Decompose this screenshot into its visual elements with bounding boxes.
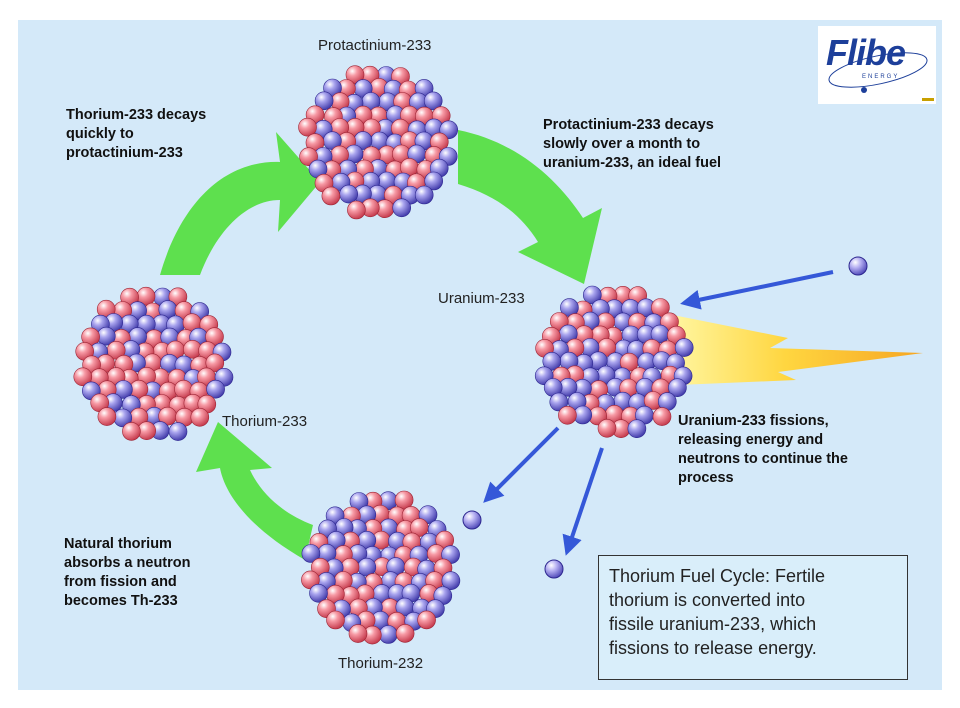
energy-bolt	[673, 315, 923, 385]
neutron-particle	[582, 285, 602, 305]
neutron-particle	[378, 625, 398, 644]
incoming-neutron-arrow	[680, 270, 834, 310]
proton-particle	[97, 407, 117, 426]
proton-particle	[205, 353, 225, 373]
neutron-arrow-downward	[562, 447, 604, 556]
nucleus-protactinium-233	[298, 65, 459, 220]
neutron-particle	[414, 185, 434, 205]
logo-orbit-icon	[828, 52, 934, 101]
neutron-particle	[301, 544, 321, 563]
proton-particle	[122, 422, 141, 441]
summary-box: Thorium Fuel Cycle: Fertile thorium is c…	[598, 555, 908, 680]
neutron-particle	[549, 392, 569, 412]
proton-particle	[597, 418, 617, 438]
arrow-th232-to-th233	[196, 422, 313, 560]
proton-particle	[345, 65, 365, 85]
free-neutron	[462, 510, 482, 530]
neutron-particle	[309, 583, 328, 603]
arrow-th233-to-pa233	[160, 132, 320, 275]
diagram-canvas: Protactinium-233 Uranium-233 Thorium-233…	[18, 20, 942, 690]
label-uranium-233: Uranium-233	[438, 290, 525, 307]
label-thorium-233: Thorium-233	[222, 413, 308, 430]
neutron-particle	[542, 351, 562, 371]
proton-particle	[395, 624, 415, 643]
arrow-pa233-to-u233	[458, 130, 602, 284]
summary-text: Thorium Fuel Cycle: Fertile thorium is c…	[609, 566, 826, 658]
proton-particle	[190, 407, 210, 427]
proton-particle	[326, 610, 345, 630]
cycle-artwork	[73, 65, 923, 645]
note-thorium-absorbs: Natural thorium absorbs a neutron from f…	[64, 536, 191, 609]
proton-particle	[298, 117, 317, 137]
flibe-energy-logo: Flibe ENERGY	[818, 26, 936, 104]
proton-particle	[417, 610, 436, 630]
proton-particle	[652, 407, 672, 426]
neutron-particle	[392, 198, 412, 218]
proton-particle	[348, 624, 368, 643]
label-protactinium-233: Protactinium-233	[318, 37, 432, 54]
nucleus-thorium-232	[301, 490, 461, 645]
nucleus-uranium-233	[534, 285, 694, 439]
neutron-particle	[627, 419, 647, 439]
neutron-particle	[441, 571, 461, 591]
proton-particle	[394, 490, 414, 510]
label-thorium-232: Thorium-232	[338, 655, 424, 672]
neutron-particle	[424, 171, 444, 191]
free-neutron	[544, 559, 564, 579]
neutron-particle	[668, 378, 687, 398]
logo-word: Flibe	[826, 32, 906, 73]
nucleus-thorium-233	[73, 286, 234, 441]
proton-particle	[73, 367, 93, 387]
neutron-particle	[423, 91, 443, 111]
neutron-particle	[168, 422, 188, 441]
neutron-arrow-to-th232	[483, 426, 560, 503]
neutron-particle	[418, 505, 438, 525]
logo-sub: ENERGY	[862, 74, 900, 80]
proton-particle	[347, 200, 366, 220]
free-neutron	[848, 256, 868, 276]
neutron-particle	[339, 184, 359, 204]
neutron-particle	[314, 91, 334, 111]
proton-particle	[321, 186, 341, 206]
note-protactinium-decay: Protactinium-233 decays slowly over a mo…	[543, 117, 722, 171]
note-uranium-fission: Uranium-233 fissions, releasing energy a…	[678, 413, 848, 486]
neutron-particle	[206, 379, 225, 399]
proton-particle	[558, 405, 577, 425]
neutron-particle	[674, 338, 694, 357]
note-thorium-decay: Thorium-233 decays quickly to protactini…	[66, 107, 207, 161]
